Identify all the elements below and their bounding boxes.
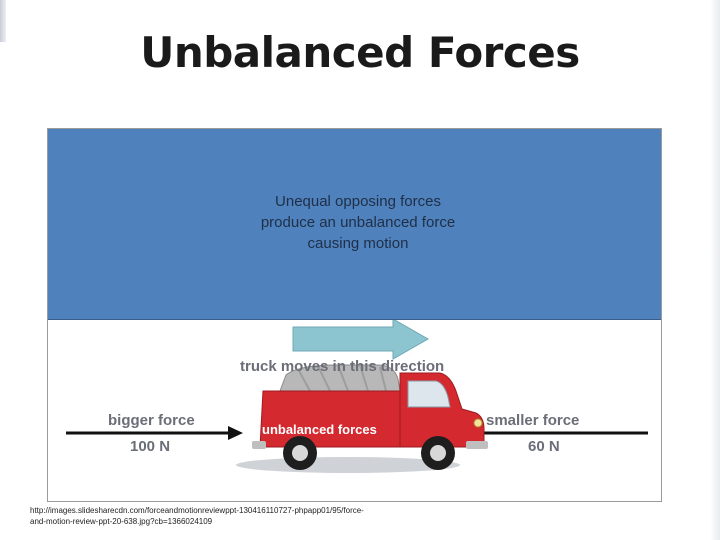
image-credit: http://images.slidesharecdn.com/forceand…	[30, 505, 390, 527]
force-diagram: Unequal opposing forces produce an unbal…	[47, 128, 662, 502]
truck-icon	[236, 364, 488, 473]
direction-label: truck moves in this direction	[240, 358, 445, 375]
banner-line-1: Unequal opposing forces	[275, 193, 441, 210]
credit-line-2: and-motion-review-ppt-20-638.jpg?cb=1366…	[30, 517, 213, 526]
slide-edge-shade	[710, 0, 720, 540]
credit-line-1: http://images.slidesharecdn.com/forceand…	[30, 506, 364, 515]
truck-scene	[66, 318, 648, 473]
explanation-banner: Unequal opposing forces produce an unbal…	[48, 129, 661, 320]
slide-corner-mark	[0, 0, 6, 42]
banner-line-2: produce an unbalanced force	[260, 214, 456, 231]
banner-line-3: causing motion	[307, 235, 409, 252]
slide-title: Unbalanced Forces	[140, 28, 580, 77]
banner-text: Unequal opposing forces produce an unbal…	[218, 191, 498, 254]
left-force-arrow	[66, 426, 243, 440]
truck-label: unbalanced forces	[262, 422, 377, 437]
right-force-label: smaller force	[486, 412, 580, 429]
left-force-label: bigger force	[108, 412, 195, 429]
right-force-value: 60 N	[528, 438, 560, 455]
left-force-value: 100 N	[130, 438, 171, 455]
rear-wheel	[283, 436, 317, 470]
direction-arrow	[292, 318, 430, 360]
front-wheel	[421, 436, 455, 470]
